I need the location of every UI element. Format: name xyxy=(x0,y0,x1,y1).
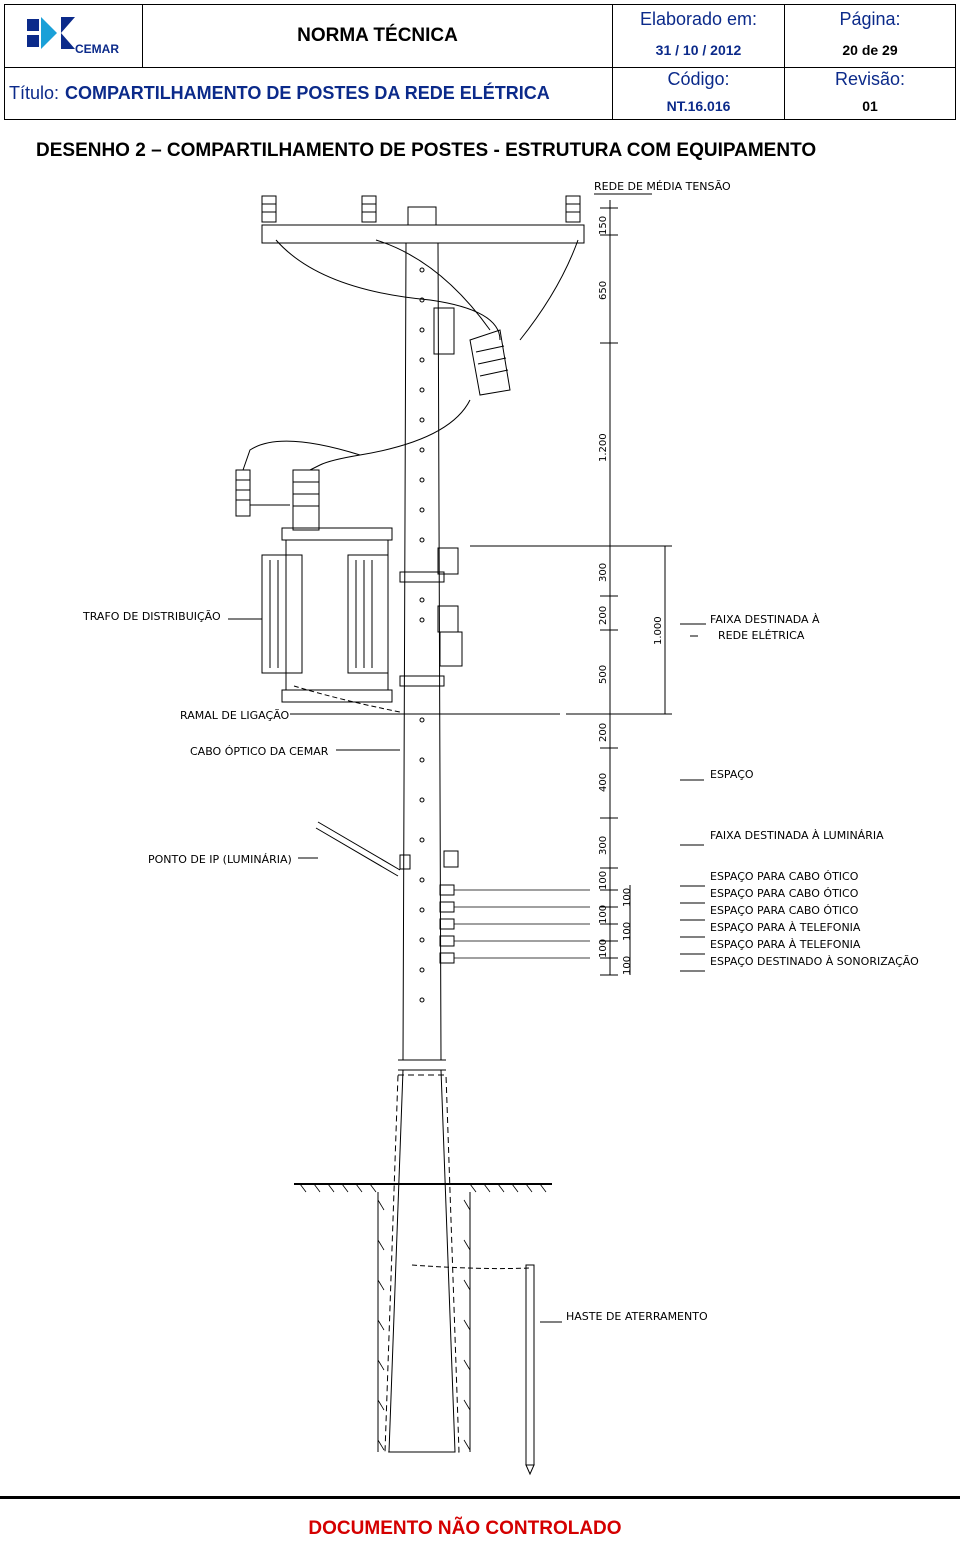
label-faixa-luminaria: FAIXA DESTINADA À LUMINÁRIA xyxy=(710,829,884,842)
dim-300b: 300 xyxy=(598,836,609,855)
footer-uncontrolled: DOCUMENTO NÃO CONTROLADO xyxy=(308,1518,622,1539)
transformer-icon xyxy=(261,469,393,703)
elaborado-label: Elaborado em: xyxy=(639,9,758,29)
crossarm xyxy=(261,224,585,244)
dim-100a: 100 xyxy=(598,871,609,890)
label-faixa-rede-2: REDE ELÉTRICA xyxy=(718,629,805,642)
codigo-value: NT.16.016 xyxy=(666,98,731,114)
dim-100e: 100 xyxy=(622,922,633,941)
label-cabo-otico-1: ESPAÇO PARA CABO ÓTICO xyxy=(710,870,859,883)
dim-1200: 1.200 xyxy=(598,433,609,462)
dim-100d: 100 xyxy=(622,888,633,907)
label-cabo-otico-3: ESPAÇO PARA CABO ÓTICO xyxy=(710,904,859,917)
dim-400: 400 xyxy=(598,773,609,792)
company-logo: CEMAR xyxy=(5,5,143,67)
dim-500: 500 xyxy=(598,665,609,684)
luminaire-icon xyxy=(315,821,411,877)
pagina-value: 20 de 29 xyxy=(842,42,898,58)
document-header: CEMAR NORMA TÉCNICA Elaborado em: 31 / 1… xyxy=(4,4,956,120)
dim-1000: 1.000 xyxy=(653,616,664,645)
technical-drawing: REDE DE MÉDIA TENSÃO TRAFO DE DISTRIBUIÇ… xyxy=(82,180,919,1476)
pole-top xyxy=(407,206,437,226)
pin-insulator-icon xyxy=(261,195,581,223)
revisao-value: 01 xyxy=(862,98,878,114)
norma-tecnica: NORMA TÉCNICA xyxy=(143,5,613,67)
dim-200a: 200 xyxy=(598,606,609,625)
pagina-cell: Página: 20 de 29 xyxy=(785,5,955,67)
codigo-label: Código: xyxy=(667,69,730,89)
revisao-cell: Revisão: 01 xyxy=(785,67,955,119)
titulo-label: Título: xyxy=(9,82,60,103)
label-cabo-otico-2: ESPAÇO PARA CABO ÓTICO xyxy=(710,887,859,900)
label-telefonia-2: ESPAÇO PARA À TELEFONIA xyxy=(710,938,861,951)
drawing-title: DESENHO 2 – COMPARTILHAMENTO DE POSTES -… xyxy=(36,140,817,161)
label-cabo-optico: CABO ÓPTICO DA CEMAR xyxy=(190,745,329,758)
revisao-label: Revisão: xyxy=(834,69,906,89)
label-ramal: RAMAL DE LIGAÇÃO xyxy=(180,709,290,722)
label-haste: HASTE DE ATERRAMENTO xyxy=(566,1310,708,1323)
label-faixa-rede-1: FAIXA DESTINADA À xyxy=(710,613,820,626)
label-trafo: TRAFO DE DISTRIBUIÇÃO xyxy=(82,610,221,623)
label-ponto-ip: PONTO DE IP (LUMINÁRIA) xyxy=(148,853,292,866)
elaborado-cell: Elaborado em: 31 / 10 / 2012 xyxy=(613,5,785,67)
dim-100b: 100 xyxy=(598,905,609,924)
label-espaco: ESPAÇO xyxy=(710,768,754,781)
pole xyxy=(402,242,442,1061)
fuse-cutout-icon xyxy=(433,307,511,396)
dim-100f: 100 xyxy=(622,956,633,975)
dim-150: 150 xyxy=(598,216,609,235)
label-telefonia-1: ESPAÇO PARA À TELEFONIA xyxy=(710,921,861,934)
titulo-value: COMPARTILHAMENTO DE POSTES DA REDE ELÉTR… xyxy=(65,82,550,103)
dim-650: 650 xyxy=(598,281,609,300)
label-rede-media: REDE DE MÉDIA TENSÃO xyxy=(594,180,731,193)
pagina-label: Página: xyxy=(839,9,901,29)
logo-text: CEMAR xyxy=(75,42,119,56)
elaborado-value: 31 / 10 / 2012 xyxy=(655,42,742,58)
dim-200b: 200 xyxy=(598,723,609,742)
dim-100c: 100 xyxy=(598,939,609,958)
grounding-rod-icon xyxy=(525,1264,535,1476)
label-sonorizacao: ESPAÇO DESTINADO À SONORIZAÇÃO xyxy=(710,955,919,968)
pole-base xyxy=(388,1069,456,1453)
codigo-cell: Código: NT.16.016 xyxy=(613,67,785,119)
lightning-arrester-icon xyxy=(235,469,290,517)
footer-divider xyxy=(0,1496,960,1499)
titulo-cell: Título: COMPARTILHAMENTO DE POSTES DA RE… xyxy=(5,67,613,119)
dim-300a: 300 xyxy=(598,563,609,582)
cemar-logo-icon: CEMAR xyxy=(27,17,119,56)
